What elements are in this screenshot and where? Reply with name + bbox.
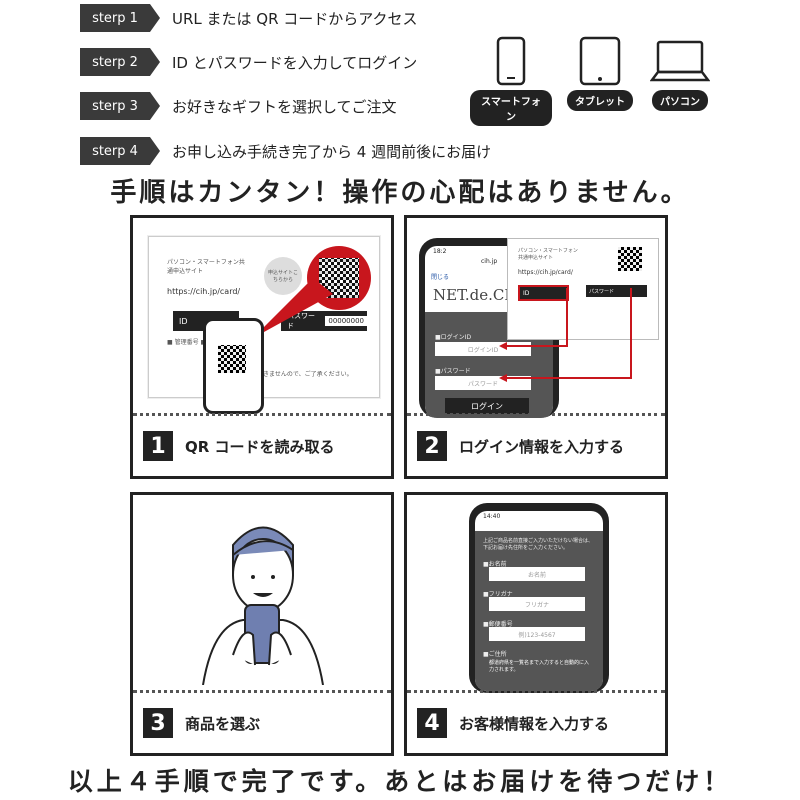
login-button[interactable]: ログイン [445, 398, 529, 414]
step-text: お申し込み手続き完了から 4 週間前後にお届け [172, 142, 492, 161]
step-text: ID とパスワードを入力してログイン [172, 53, 418, 72]
step-tag: sterp 1 [80, 4, 160, 32]
step-2: sterp 2 ID とパスワードを入力してログイン [80, 48, 417, 76]
panel-2: 18:2 cih.jp 閉じる NET.de.CHO ■ログインID ログイン I… [404, 215, 668, 479]
step-3: sterp 3 お好きなギフトを選択してご注文 [80, 92, 397, 120]
access-card-mini: パソコン・スマートフォン共通申込サイト https://cih.jp/card/… [507, 238, 659, 340]
card-url: https://cih.jp/card/ [167, 287, 241, 296]
phone-screen: 14:40 上記ご商品名前直接ご入力いただけない場合は、下記お届け先住所をご入力… [475, 511, 603, 691]
mini-qr-icon [618, 247, 642, 271]
name-input[interactable]: お名前 [489, 567, 585, 581]
mini-card-url: https://cih.jp/card/ [518, 269, 573, 276]
card-title: パソコン・スマートフォン共通申込サイト [167, 259, 245, 275]
step-1: sterp 1 URL または QR コードからアクセス [80, 4, 418, 32]
pw-label: パスワード [287, 312, 315, 330]
panel-caption: 2 ログイン情報を入力する [407, 413, 665, 476]
mini-pw-label: パスワード [589, 288, 615, 295]
card-note-circle: 申込サイトこちらから [264, 257, 302, 295]
device-pc: パソコン [645, 36, 715, 111]
panel-1: パソコン・スマートフォン共通申込サイト https://cih.jp/card/… [130, 215, 394, 479]
device-label: タブレット [567, 90, 633, 111]
pointer-arrow [253, 278, 333, 338]
laptop-icon [649, 40, 711, 82]
step-text: お好きなギフトを選択してご注文 [172, 97, 397, 116]
mini-card-title: パソコン・スマートフォン共通申込サイト [518, 248, 578, 261]
status-time: 18:2 [433, 248, 447, 255]
link-arrows [499, 288, 632, 382]
kana-label: ■フリガナ [483, 591, 513, 598]
panel-caption: 4 お客様情報を入力する [407, 690, 665, 753]
step-text: URL または QR コードからアクセス [172, 9, 418, 28]
access-card: パソコン・スマートフォン共通申込サイト https://cih.jp/card/… [148, 236, 380, 398]
name-label: ■お名前 [483, 561, 507, 568]
phone-frame: 14:40 上記ご商品名前直接ご入力いただけない場合は、下記お届け先住所をご入力… [469, 503, 609, 693]
mini-id-label: ID [523, 289, 530, 297]
id-label: ID [179, 316, 188, 326]
close-link[interactable]: 閉じる [431, 274, 450, 281]
step-number: 4 [417, 708, 447, 738]
address-label: ■ご住所 [483, 651, 507, 658]
card-notes: ■ 管理番号 ■ 有効期 [167, 339, 227, 346]
form-intro: 上記ご商品名前直接ご入力いただけない場合は、下記お届け先住所をご入力ください。 [483, 538, 594, 551]
qr-highlight-circle [307, 246, 371, 310]
status-time: 14:40 [483, 513, 501, 520]
step-4: sterp 4 お申し込み手続き完了から 4 週間前後にお届け [80, 137, 491, 165]
step-tag: sterp 4 [80, 137, 160, 165]
step-tag: sterp 3 [80, 92, 160, 120]
step-number: 2 [417, 431, 447, 461]
footer-heading: 以上４手順で完了です。あとはお届けを待つだけ！ [67, 767, 733, 796]
step-number: 1 [143, 431, 173, 461]
smartphone-icon [496, 36, 526, 86]
zip-label: ■郵便番号 [483, 621, 513, 628]
qr-code-icon [319, 258, 359, 298]
pw-value: 00000000 [325, 316, 367, 326]
login-id-label: ■ログインID [435, 334, 472, 341]
address-note: 都道府県を一覧名まで入力すると自動的に入力されます。 [489, 660, 590, 673]
password-label: ■パスワード [435, 368, 471, 375]
step-label: ログイン情報を入力する [459, 437, 625, 456]
device-smartphone: スマートフォン [470, 36, 552, 126]
step-number: 3 [143, 708, 173, 738]
pw-row: パスワード 00000000 [281, 311, 367, 331]
hand-phone [203, 318, 264, 414]
main-heading: 手順はカンタン！操作の心配はありません。 [110, 178, 690, 208]
step-label: 商品を選ぶ [185, 714, 261, 733]
card-note: 申込サイトこちらから [268, 270, 299, 283]
device-label: パソコン [652, 90, 708, 111]
device-label: スマートフォン [470, 90, 552, 126]
panel-3: 3 商品を選ぶ [130, 492, 394, 756]
device-tablet: タブレット [565, 36, 635, 111]
zip-input[interactable]: 例)123-4567 [489, 627, 585, 641]
card-footer: 受付できませんので、ご了承ください。 [245, 371, 353, 378]
panel-caption: 1 QR コードを読み取る [133, 413, 391, 476]
step-label: お客様情報を入力する [459, 714, 610, 733]
site-logo: NET.de.CHO [433, 286, 530, 304]
kana-input[interactable]: フリガナ [489, 597, 585, 611]
person-illustration [202, 526, 324, 685]
phone-qr-icon [218, 345, 246, 373]
tablet-icon [579, 36, 621, 86]
customer-form: 上記ご商品名前直接ご入力いただけない場合は、下記お届け先住所をご入力ください。 … [475, 531, 603, 691]
step-label: QR コードを読み取る [185, 437, 335, 456]
panel-caption: 3 商品を選ぶ [133, 690, 391, 753]
panel-4: 14:40 上記ご商品名前直接ご入力いただけない場合は、下記お届け先住所をご入力… [404, 492, 668, 756]
address-domain: cih.jp [481, 258, 498, 265]
step-tag: sterp 2 [80, 48, 160, 76]
